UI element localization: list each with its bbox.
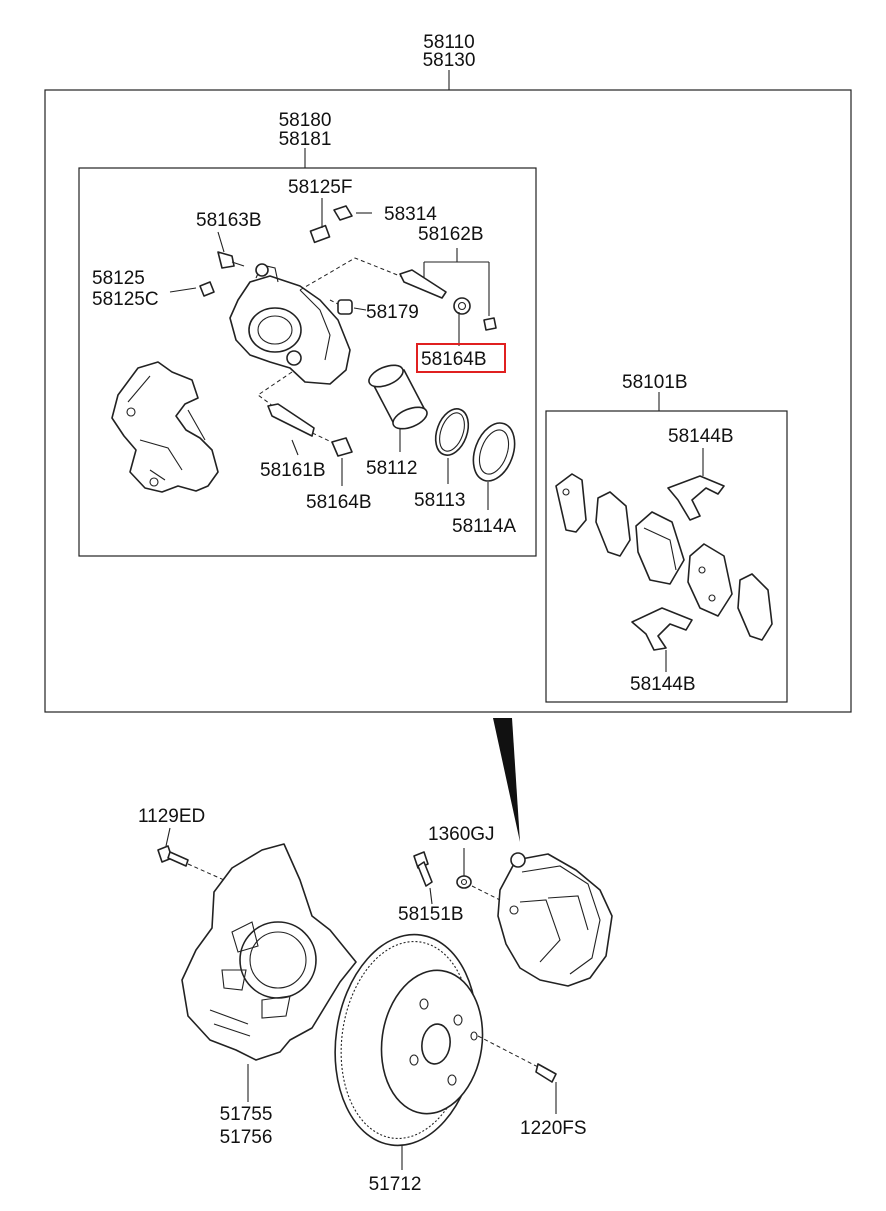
- label-caliper-rh: 58181: [279, 129, 332, 150]
- dust-shield-icon: [181, 843, 357, 1102]
- pad-kit-frame: [545, 410, 788, 703]
- label-1360gj: 1360GJ: [428, 824, 495, 845]
- label-58163b: 58163B: [196, 210, 262, 231]
- label-58125f: 58125F: [288, 177, 352, 198]
- piston-icon: [368, 364, 428, 452]
- caliper-frame: [78, 167, 537, 557]
- label-51755: 51755: [220, 1104, 273, 1125]
- label-58144b-upper: 58144B: [668, 426, 734, 447]
- label-58125: 58125: [92, 268, 145, 289]
- pad-spring-lower-icon: [631, 607, 693, 672]
- label-58314: 58314: [384, 204, 437, 225]
- bolt-58314-icon: [333, 205, 372, 221]
- nut-1360gj-icon: [456, 848, 501, 901]
- shim-icon-right: [737, 573, 773, 641]
- label-58164b-lower: 58164B: [306, 492, 372, 513]
- label-caliper-lh: 58180: [279, 110, 332, 131]
- label-58144b-lower: 58144B: [630, 674, 696, 695]
- brake-disc-icon: [334, 933, 484, 1170]
- label-assembly-rh: 58130: [423, 50, 476, 71]
- guide-pin-kit-icon: [399, 248, 497, 346]
- label-58114a: 58114A: [452, 516, 516, 537]
- label-58151b: 58151B: [398, 904, 464, 925]
- assembly-frame: [44, 89, 852, 713]
- label-58179: 58179: [366, 302, 419, 323]
- bushing-58179-icon: [337, 299, 367, 315]
- brake-pad-icon-2: [687, 543, 733, 617]
- label-1220fs: 1220FS: [520, 1118, 587, 1139]
- label-58113: 58113: [414, 490, 465, 511]
- leader-bleeder: [169, 287, 197, 293]
- caliper-carrier-bracket: [111, 361, 219, 493]
- label-58125c: 58125C: [92, 289, 159, 310]
- caliper-assembly-icon: [497, 852, 613, 987]
- bolt-1129ed-icon: [157, 827, 225, 881]
- leader-58163b: [217, 231, 225, 253]
- label-1129ed: 1129ED: [138, 806, 205, 827]
- label-51756: 51756: [220, 1127, 273, 1148]
- pad-spring-upper-icon: [667, 448, 725, 521]
- screw-1220fs-icon: [477, 1035, 557, 1114]
- bolt-58163b-icon: [217, 251, 245, 269]
- bolt-58151b-icon: [413, 851, 433, 905]
- piston-seal-icon: [434, 408, 470, 484]
- label-51712: 51712: [369, 1174, 422, 1195]
- label-58164b-highlighted: 58164B: [421, 349, 487, 370]
- brake-pad-icon-1: [635, 511, 685, 585]
- label-58162b: 58162B: [418, 224, 484, 245]
- bleeder-screw-icon: [199, 281, 215, 297]
- label-58112: 58112: [366, 458, 417, 479]
- guide-line-bushing: [329, 299, 339, 305]
- caliper-housing: [229, 263, 351, 385]
- label-58101b: 58101B: [622, 372, 688, 393]
- guide-pin-f-icon: [309, 198, 331, 244]
- label-58161b: 58161B: [260, 460, 326, 481]
- shim-icon-mid: [595, 491, 631, 557]
- guide-pin-58161b-icon: [267, 403, 315, 456]
- guide-line-upper: [299, 257, 406, 291]
- label-assembly-lh: 58110: [423, 32, 474, 53]
- dust-boot-icon: [472, 422, 516, 510]
- connection-arrow: [493, 718, 520, 842]
- boot-58164b-lower-icon: [331, 437, 353, 486]
- shim-icon-left: [555, 473, 587, 533]
- highlight-box-58164b: [416, 343, 506, 373]
